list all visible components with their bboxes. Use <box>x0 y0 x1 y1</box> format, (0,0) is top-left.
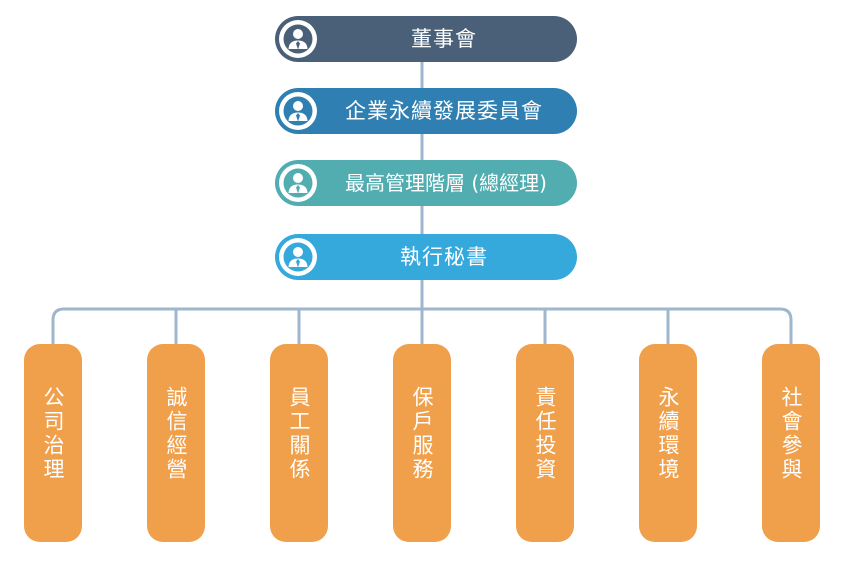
person-icon <box>279 20 317 58</box>
dept-label: 公司治理 <box>41 386 65 482</box>
dept-label: 誠信經營 <box>164 386 188 482</box>
dept-sustainable-environment: 永續環境 <box>639 344 697 542</box>
dept-label: 員工關係 <box>287 386 311 482</box>
person-icon <box>279 238 317 276</box>
dept-corporate-governance: 公司治理 <box>24 344 82 542</box>
dept-ethical-management: 誠信經營 <box>147 344 205 542</box>
dept-label: 社會參與 <box>779 386 803 482</box>
dept-policyholder-service: 保戶服務 <box>393 344 451 542</box>
board-of-directors-node: 董事會 <box>275 16 577 62</box>
dept-label: 永續環境 <box>656 386 680 482</box>
node-label: 最高管理階層 (總經理) <box>345 171 547 195</box>
dept-social-participation: 社會參與 <box>762 344 820 542</box>
person-icon <box>279 164 317 202</box>
dept-employee-relations: 員工關係 <box>270 344 328 542</box>
node-label: 執行秘書 <box>400 245 488 269</box>
dept-label: 責任投資 <box>533 386 557 482</box>
top-management-node: 最高管理階層 (總經理) <box>275 160 577 206</box>
person-icon <box>279 92 317 130</box>
node-label: 董事會 <box>411 27 477 51</box>
dept-responsible-investment: 責任投資 <box>516 344 574 542</box>
sustainability-committee-node: 企業永續發展委員會 <box>275 88 577 134</box>
node-label: 企業永續發展委員會 <box>345 99 543 123</box>
executive-secretary-node: 執行秘書 <box>275 234 577 280</box>
dept-label: 保戶服務 <box>410 386 434 482</box>
